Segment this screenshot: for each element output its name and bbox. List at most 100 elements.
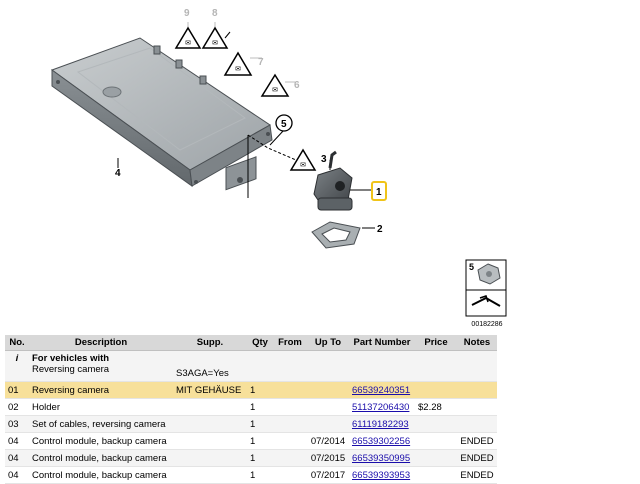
info-subtitle: Reversing camera — [32, 364, 110, 375]
info-supp: S3AGA=Yes — [173, 350, 247, 382]
control-module-illustration — [50, 37, 273, 191]
cell-upto: 07/2017 — [307, 466, 349, 484]
cell-from — [273, 449, 307, 467]
header-upto: Up To — [307, 335, 349, 351]
table-row[interactable]: 03 Set of cables, reversing camera 1 611… — [5, 415, 497, 433]
svg-text:✉: ✉ — [212, 40, 218, 47]
cell-qty: 1 — [247, 466, 273, 484]
table-row[interactable]: 04 Control module, backup camera 1 07/20… — [5, 466, 497, 484]
info-title: For vehicles with — [32, 353, 110, 364]
part-number-link[interactable]: 66539240351 — [352, 384, 411, 396]
svg-text:✉: ✉ — [300, 162, 306, 169]
cell-notes — [457, 398, 497, 416]
legend-box: 5 — [465, 259, 507, 317]
callout-6: 6 — [294, 80, 300, 91]
cell-description: Control module, backup camera — [29, 432, 173, 450]
cell-from — [273, 398, 307, 416]
cell-notes: ENDED — [457, 432, 497, 450]
cell-price — [415, 466, 457, 484]
cell-part-number[interactable]: 66539240351 — [349, 381, 415, 399]
svg-text:✉: ✉ — [185, 40, 191, 47]
cell-part-number[interactable]: 66539350995 — [349, 449, 415, 467]
cell-part-number[interactable]: 61119182293 — [349, 415, 415, 433]
cell-no: 04 — [5, 449, 29, 467]
cell-upto — [307, 381, 349, 399]
cell-supp — [173, 432, 247, 450]
table-row[interactable]: 02 Holder 1 51137206430 $2.28 — [5, 398, 497, 416]
callout-9: 9 — [184, 8, 190, 19]
table-row[interactable]: 01 Reversing camera MIT GEHÄUSE 1 665392… — [5, 381, 497, 399]
cell-upto: 07/2015 — [307, 449, 349, 467]
holder-illustration — [311, 221, 361, 249]
callout-8: 8 — [212, 8, 218, 19]
header-qty: Qty — [247, 335, 273, 351]
cell-from — [273, 381, 307, 399]
cell-description: Reversing camera — [29, 381, 173, 399]
table-row[interactable]: 04 Control module, backup camera 1 07/20… — [5, 432, 497, 450]
callout-5: 5 — [281, 119, 287, 130]
cell-price — [415, 381, 457, 399]
callout-4: 4 — [115, 168, 121, 179]
diagram-id: 00182286 — [471, 321, 502, 328]
cell-qty: 1 — [247, 432, 273, 450]
cell-upto: 07/2014 — [307, 432, 349, 450]
reversing-camera-illustration — [313, 150, 353, 211]
info-description: For vehicles with Reversing camera — [29, 350, 173, 382]
parts-table: No. Description Supp. Qty From Up To Par… — [5, 335, 497, 484]
cell-qty: 1 — [247, 449, 273, 467]
cell-no: 02 — [5, 398, 29, 416]
warning-triangle-icon — [174, 26, 317, 171]
legend-number: 5 — [469, 262, 474, 272]
table-row[interactable]: 04 Control module, backup camera 1 07/20… — [5, 449, 497, 467]
callout-7: 7 — [258, 57, 264, 68]
cell-upto — [307, 398, 349, 416]
cell-no: 03 — [5, 415, 29, 433]
cell-supp: MIT GEHÄUSE — [173, 381, 247, 399]
cell-price — [415, 449, 457, 467]
cell-price: $2.28 — [415, 398, 457, 416]
cell-description: Control module, backup camera — [29, 449, 173, 467]
header-price: Price — [415, 335, 457, 351]
cell-supp — [173, 398, 247, 416]
header-supp: Supp. — [173, 335, 247, 351]
header-part-number: Part Number — [349, 335, 415, 351]
header-from: From — [273, 335, 307, 351]
cell-description: Set of cables, reversing camera — [29, 415, 173, 433]
cell-part-number[interactable]: 51137206430 — [349, 398, 415, 416]
cell-part-number[interactable]: 66539302256 — [349, 432, 415, 450]
header-notes: Notes — [457, 335, 497, 351]
cell-no: 04 — [5, 466, 29, 484]
cell-part-number[interactable]: 66539393953 — [349, 466, 415, 484]
cell-supp — [173, 415, 247, 433]
cell-description: Control module, backup camera — [29, 466, 173, 484]
cell-supp — [173, 466, 247, 484]
callout-1[interactable]: 1 — [376, 187, 382, 198]
cell-price — [415, 415, 457, 433]
leader-lines — [117, 22, 375, 229]
cell-qty: 1 — [247, 398, 273, 416]
cell-notes — [457, 381, 497, 399]
cell-notes — [457, 415, 497, 433]
parts-diagram: ✉ ✉ ✉ ✉ ✉ 9 8 7 6 4 3 2 5 1 5 0 — [50, 8, 507, 328]
cell-notes: ENDED — [457, 449, 497, 467]
part-number-link[interactable]: 66539302256 — [352, 435, 411, 447]
part-number-link[interactable]: 66539393953 — [352, 469, 411, 481]
callout-2: 2 — [377, 224, 383, 235]
header-no: No. — [5, 335, 29, 351]
part-number-link[interactable]: 61119182293 — [352, 418, 409, 430]
info-icon: i — [5, 350, 29, 382]
cell-from — [273, 466, 307, 484]
info-row: i For vehicles with Reversing camera S3A… — [5, 350, 497, 382]
part-number-link[interactable]: 66539350995 — [352, 452, 411, 464]
cell-no: 01 — [5, 381, 29, 399]
cell-price — [415, 432, 457, 450]
cell-upto — [307, 415, 349, 433]
cell-supp — [173, 449, 247, 467]
svg-text:✉: ✉ — [272, 87, 278, 94]
cell-from — [273, 415, 307, 433]
part-number-link[interactable]: 51137206430 — [352, 401, 410, 413]
svg-text:✉: ✉ — [235, 66, 241, 73]
callout-3: 3 — [321, 154, 327, 165]
header-description: Description — [29, 335, 173, 351]
cell-from — [273, 432, 307, 450]
